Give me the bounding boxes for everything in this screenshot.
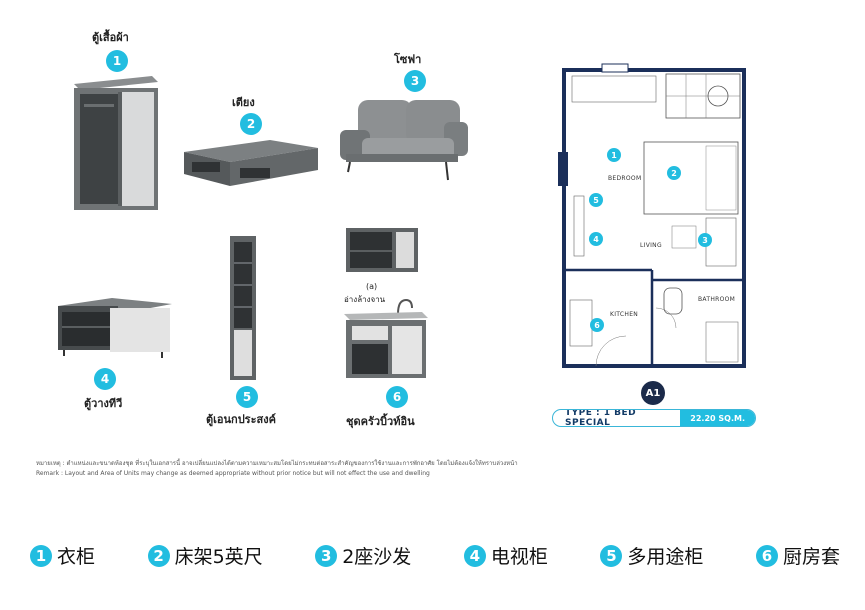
sink-note-marker: (a) [366, 282, 378, 291]
remark-english: Remark : Layout and Area of Units may ch… [36, 470, 430, 477]
plan-marker-wardrobe: 1 [607, 148, 621, 162]
legend-label: 厨房套 [782, 546, 840, 568]
legend-label: 床架5英尺 [174, 546, 263, 568]
kitchen-base-illustration [344, 298, 428, 378]
legend-number: 3 [315, 544, 338, 567]
legend-label: 电视柜 [490, 546, 548, 568]
plan-label-bedroom: BEDROOM [608, 175, 642, 182]
unit-area-label: 22.20 SQ.M. [680, 410, 755, 426]
plan-marker-multipurpose: 5 [589, 193, 603, 207]
tv-cabinet-illustration [58, 298, 172, 358]
plan-marker-tv-cabinet: 4 [589, 232, 603, 246]
plan-label-living: LIVING [640, 242, 662, 249]
legend-item-bed: 2 床架5英尺 [147, 542, 263, 569]
legend-item-multipurpose: 5 多用途柜 [600, 542, 703, 569]
remark-thai: หมายเหตุ : ตำแหน่งและขนาดห้องชุด ที่ระบุ… [36, 460, 518, 467]
sink-note-label: อ่างล้างจาน [344, 295, 386, 304]
sofa-illustration [340, 100, 468, 181]
legend-number: 5 [600, 544, 623, 567]
legend-item-wardrobe: 1 衣柜 [30, 542, 95, 569]
legend-number: 1 [30, 544, 52, 567]
bed-thai-label: เตียง [232, 96, 255, 109]
wardrobe-illustration [74, 76, 158, 210]
plan-marker-kitchen: 6 [590, 318, 604, 332]
bed-number-badge: 2 [240, 113, 262, 135]
legend-number: 6 [755, 544, 778, 567]
kitchen-wall-cabinet-illustration [346, 228, 418, 272]
legend-label: 2座沙发 [342, 546, 412, 568]
plan-label-bathroom: BATHROOM [698, 296, 736, 303]
wardrobe-thai-label: ตู้เสื้อผ้า [92, 31, 129, 44]
multipurpose-number-badge: 5 [236, 386, 258, 408]
multipurpose-cabinet-illustration [230, 236, 256, 380]
kitchen-thai-label: ชุดครัวบิ้วท์อิน [346, 415, 415, 428]
kitchen-number-badge: 6 [386, 386, 408, 408]
unit-type-label: TYPE : 1 BED SPECIAL [565, 409, 637, 427]
multipurpose-thai-label: ตู้เอนกประสงค์ [206, 413, 276, 426]
plan-marker-sofa: 3 [698, 233, 712, 247]
bed-illustration [184, 140, 318, 186]
plan-label-kitchen: KITCHEN [610, 311, 639, 318]
sofa-thai-label: โซฟา [394, 53, 422, 66]
legend-number: 2 [147, 544, 170, 567]
furniture-legend: 1 衣柜 2 床架5英尺 3 2座沙发 4 电视柜 5 多用途柜 6 厨房套 [30, 542, 840, 569]
legend-label: 衣柜 [57, 546, 96, 568]
legend-item-tv-cabinet: 4 电视柜 [463, 542, 548, 569]
sofa-number-badge: 3 [404, 70, 426, 92]
tv-cabinet-thai-label: ตู้วางทีวี [84, 397, 123, 410]
legend-number: 4 [463, 544, 486, 567]
tv-cabinet-number-badge: 4 [94, 368, 116, 390]
legend-label: 多用途柜 [627, 546, 704, 568]
legend-item-kitchen: 6 厨房套 [755, 542, 840, 569]
unit-type-box: TYPE : 1 BED SPECIAL 22.20 SQ.M. [552, 409, 756, 427]
legend-item-sofa: 3 2座沙发 [315, 542, 411, 569]
unit-code-badge: A1 [641, 381, 665, 405]
floor-plan [558, 63, 746, 368]
wardrobe-number-badge: 1 [106, 50, 128, 72]
plan-marker-bed: 2 [667, 166, 681, 180]
